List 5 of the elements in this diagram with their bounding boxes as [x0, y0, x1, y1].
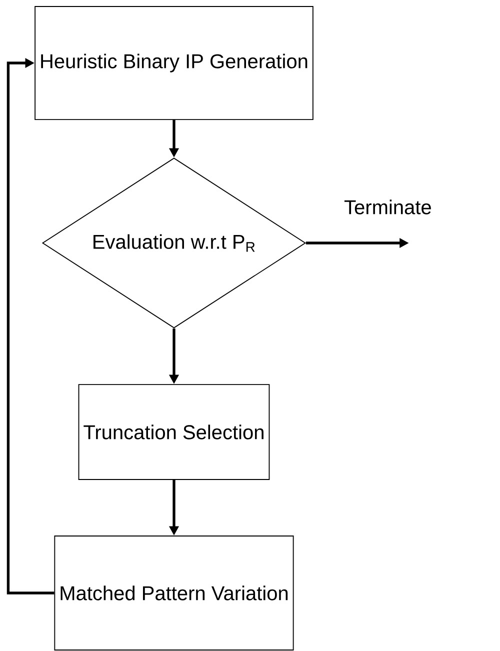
- process-box: Truncation Selection: [78, 384, 270, 480]
- arrow: [6, 58, 54, 594]
- process-box: Heuristic Binary IP Generation: [34, 6, 314, 120]
- process-box: Matched Pattern Variation: [54, 536, 294, 650]
- edge-label: Terminate: [344, 200, 431, 214]
